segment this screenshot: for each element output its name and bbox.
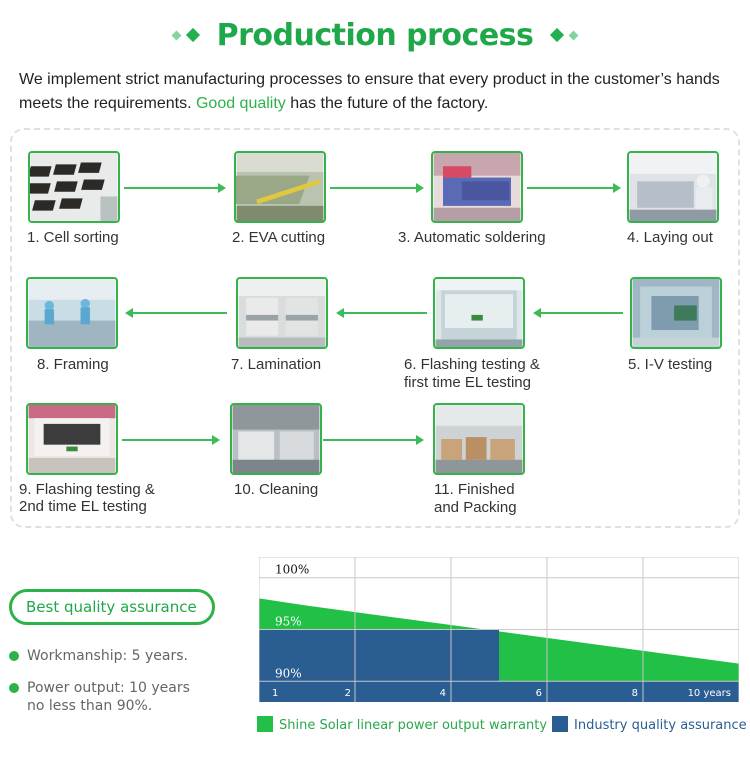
step-4-label: 4. Laying out bbox=[627, 229, 713, 246]
step-6-label-line2: first time EL testing bbox=[404, 374, 531, 391]
iv-testing-photo bbox=[630, 277, 722, 349]
automatic-soldering-photo bbox=[431, 151, 523, 223]
page-title: Production process bbox=[216, 18, 534, 53]
step-6-label: 6. Flashing testing & bbox=[404, 356, 540, 373]
lamination-photo bbox=[236, 277, 328, 349]
step-7-label: 7. Lamination bbox=[231, 356, 322, 373]
step-9-label: 9. Flashing testing & bbox=[19, 481, 155, 498]
industry-step-1 bbox=[259, 629, 499, 702]
step-9-label-line2: 2nd time EL testing bbox=[19, 498, 147, 515]
legend-industry: Industry quality assurance bbox=[552, 716, 747, 733]
step-2-label: 2. EVA cutting bbox=[232, 229, 326, 246]
arrow-left bbox=[533, 308, 623, 318]
y-axis-label: 95% bbox=[275, 615, 302, 629]
cleaning-photo bbox=[230, 403, 322, 475]
arrow-right bbox=[323, 435, 424, 445]
workmanship-bullet: Workmanship: 5 years. bbox=[9, 647, 188, 665]
y-axis-label: 100% bbox=[275, 563, 309, 577]
el-testing-photo bbox=[26, 403, 118, 475]
x-tick-label: 6 bbox=[536, 688, 542, 699]
arrow-right bbox=[124, 183, 226, 193]
arrow-right bbox=[527, 183, 621, 193]
step-11-label-line2: and Packing bbox=[434, 499, 517, 516]
eva-cutting-photo bbox=[234, 151, 326, 223]
framing-photo bbox=[26, 277, 118, 349]
intro-highlight: Good quality bbox=[195, 95, 286, 112]
intro-text: We implement strict manufacturing proces… bbox=[19, 71, 720, 112]
arrow-right bbox=[122, 435, 220, 445]
step-11-label: 11. Finished bbox=[434, 481, 515, 498]
warranty-chart: 100% 98% 95% 90% 1 2 4 6 8 10 years bbox=[259, 557, 739, 702]
arrow-left bbox=[125, 308, 227, 318]
arrow-left bbox=[336, 308, 427, 318]
legend-swatch-blue bbox=[552, 716, 568, 732]
y-axis-label: 90% bbox=[275, 666, 302, 680]
x-tick-label: 2 bbox=[345, 688, 351, 699]
x-tick-label: 1 bbox=[272, 688, 278, 699]
x-tick-label: 4 bbox=[440, 688, 446, 699]
power-output-bullet: Power output: 10 years no less than 90%. bbox=[9, 679, 190, 715]
arrow-right bbox=[330, 183, 424, 193]
legend-swatch-green bbox=[257, 716, 273, 732]
header: Production process bbox=[0, 18, 750, 53]
step-5-label: 5. I-V testing bbox=[628, 356, 713, 373]
laying-out-photo bbox=[627, 151, 719, 223]
packing-photo bbox=[433, 403, 525, 475]
step-8-label: 8. Framing bbox=[37, 356, 109, 373]
x-tick-label: 8 bbox=[632, 688, 638, 699]
cell-sorting-photo bbox=[28, 151, 120, 223]
step-10-label: 10. Cleaning bbox=[234, 481, 319, 498]
diamond-decoration-right bbox=[548, 27, 581, 45]
legend-shine: Shine Solar linear power output warranty bbox=[257, 716, 547, 733]
industry-step-2 bbox=[499, 681, 739, 702]
flashing-testing-photo bbox=[433, 277, 525, 349]
bullet-dot bbox=[9, 651, 19, 661]
y-axis-label: 98% bbox=[275, 583, 302, 597]
step-1-label: 1. Cell sorting bbox=[27, 229, 119, 246]
step-3-label: 3. Automatic soldering bbox=[398, 229, 546, 246]
process-panel bbox=[10, 128, 740, 528]
bullet-dot bbox=[9, 683, 19, 693]
x-tick-label: 10 years bbox=[688, 688, 731, 699]
diamond-decoration-left bbox=[169, 27, 202, 45]
quality-badge: Best quality assurance bbox=[9, 589, 215, 625]
